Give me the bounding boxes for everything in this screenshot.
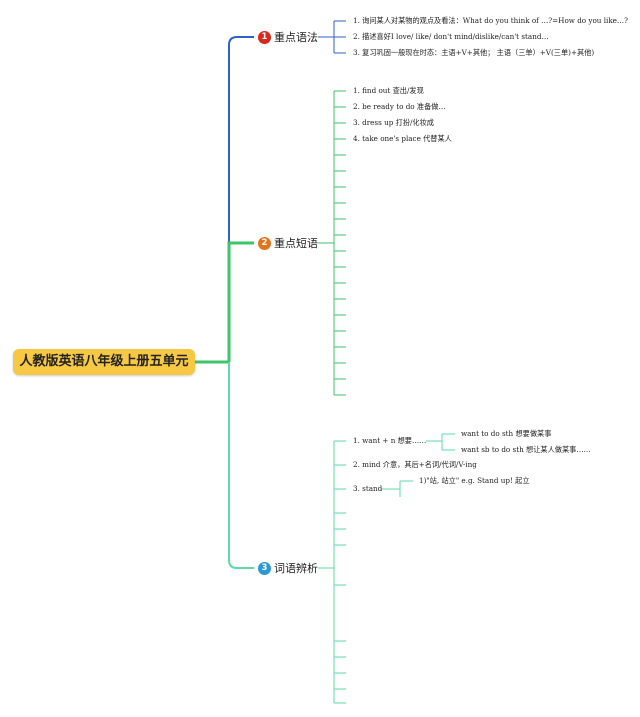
phrase-item-2[interactable]: 2. be ready to do 准备做…: [353, 102, 446, 111]
number-badge-2: 2: [258, 236, 271, 250]
stand-sub-item-1[interactable]: 1)"站, 站立" e.g. Stand up! 起立: [419, 476, 530, 485]
phrase-item-1[interactable]: 1. find out 查出/发现: [353, 86, 424, 95]
grammar-item-1[interactable]: 1. 询问某人对某物的观点及看法：What do you think of …?…: [353, 16, 628, 25]
branch-label-phrases: 重点短语: [274, 237, 318, 250]
branch-3-line: [228, 362, 254, 569]
branch-2-line: [227, 241, 254, 362]
branch-label-grammar: 重点语法: [274, 31, 318, 44]
branch-label-word-discrimination: 词语辨析: [274, 562, 318, 575]
discrimination-item-mind[interactable]: 2. mind 介意，其后+名词/代词/V-ing: [353, 460, 477, 469]
branch-phrases[interactable]: 2 重点短语: [258, 234, 318, 252]
grammar-item-3[interactable]: 3. 复习巩固一般现在时态：主语+V+其他； 主语（三单）+V(三单)+其他): [353, 48, 595, 57]
number-badge-3: 3: [258, 561, 271, 575]
want-sub-item-1[interactable]: want to do sth 想要做某事: [461, 429, 552, 438]
number-badge-1: 1: [258, 30, 271, 44]
root-topic[interactable]: 人教版英语八年级上册五单元: [13, 349, 195, 375]
phrase-item-4[interactable]: 4. take one's place 代替某人: [353, 134, 452, 143]
branch-word-discrimination[interactable]: 3 词语辨析: [258, 559, 318, 577]
branch-1-line: [228, 36, 254, 362]
discrimination-item-want[interactable]: 1. want + n 想要……: [353, 436, 427, 445]
phrase-item-3[interactable]: 3. dress up 打扮/化妆成: [353, 118, 434, 127]
branch-grammar[interactable]: 1 重点语法: [258, 28, 318, 46]
grammar-item-2[interactable]: 2. 描述喜好I love/ like/ don't mind/dislike/…: [353, 32, 549, 41]
discrimination-item-stand[interactable]: 3. stand: [353, 484, 383, 493]
want-sub-item-2[interactable]: want sb to do sth 想让某人做某事……: [461, 445, 591, 454]
